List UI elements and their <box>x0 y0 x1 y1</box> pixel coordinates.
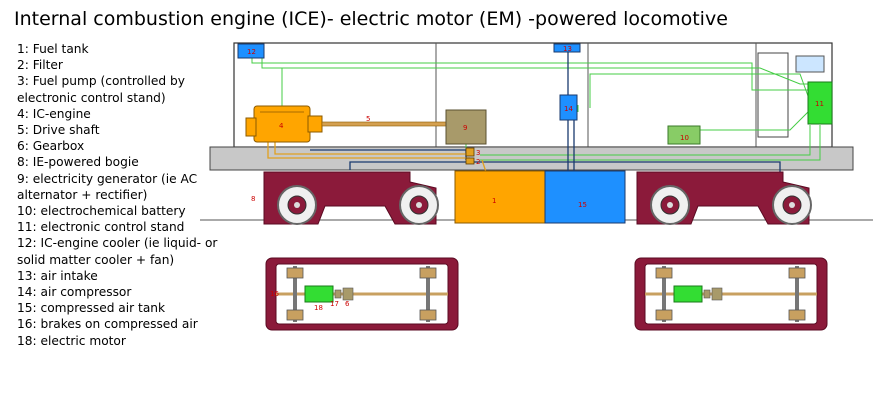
legend-item: 12: IC-engine cooler (ie liquid- or soli… <box>17 236 218 267</box>
diagram-title: Internal combustion engine (ICE)- electr… <box>14 8 728 30</box>
legend-item: 2: Filter <box>17 58 63 73</box>
bogie-left <box>263 171 439 225</box>
label-4: 4 <box>279 122 284 130</box>
control-stand <box>807 81 833 125</box>
label-3: 3 <box>476 149 480 157</box>
label-1: 1 <box>492 197 496 205</box>
bogie-right <box>636 171 812 225</box>
label-18: 18 <box>314 304 323 312</box>
engine-cooler <box>237 43 265 59</box>
electricity-generator <box>445 109 487 145</box>
legend-item: 6: Gearbox <box>17 139 85 154</box>
legend-item: 1: Fuel tank <box>17 42 89 56</box>
wheel <box>277 185 317 225</box>
bogie-plan-left <box>265 257 459 331</box>
battery <box>667 125 701 145</box>
label-11: 11 <box>815 100 824 108</box>
label-12: 12 <box>247 48 256 56</box>
locomotive-body <box>233 42 833 148</box>
label-2: 2 <box>476 158 480 166</box>
label-10: 10 <box>680 134 689 142</box>
legend-item: 18: electric motor <box>17 333 126 348</box>
control-wiring <box>251 58 821 161</box>
legend-item: 3: Fuel pump (controlled by electronic c… <box>17 74 185 105</box>
legend-item: 9: electricity generator (ie AC alternat… <box>17 171 198 202</box>
fuel-filter <box>465 157 475 165</box>
fuel-lines <box>267 142 487 173</box>
air-pipes <box>310 52 781 172</box>
label-8: 8 <box>251 195 255 203</box>
bogie-plan-right <box>634 257 828 331</box>
legend-item: 16: brakes on compressed air <box>17 317 198 332</box>
underframe <box>209 146 854 171</box>
cab-door <box>757 52 789 138</box>
wheel <box>399 185 439 225</box>
ic-engine <box>245 105 323 143</box>
air-compressor <box>559 94 578 121</box>
label-9: 9 <box>463 124 467 132</box>
fuel-tank <box>454 170 546 224</box>
cab-window <box>795 55 825 73</box>
legend-item: 4: IC-engine <box>17 106 91 121</box>
legend-item: 8: IE-powered bogie <box>17 155 139 170</box>
wheel <box>772 185 812 225</box>
label-6: 6 <box>345 300 350 308</box>
legend-item: 5: Drive shaft <box>17 123 100 138</box>
label-14: 14 <box>564 105 573 113</box>
legend-item: 11: electronic control stand <box>17 220 185 235</box>
label-5: 5 <box>366 115 370 123</box>
drive-shaft <box>321 121 447 127</box>
label-15: 15 <box>578 201 587 209</box>
legend-item: 13: air intake <box>17 268 98 283</box>
air-intake <box>553 43 581 53</box>
label-17: 17 <box>330 300 339 308</box>
legend-item: 15: compressed air tank <box>17 301 166 316</box>
fuel-pump <box>465 147 475 157</box>
compressed-air-tank <box>544 170 626 224</box>
label-16: 16 <box>270 290 279 298</box>
legend: 1: Fuel tank 2: Filter 3: Fuel pump (con… <box>17 41 227 349</box>
wheel <box>650 185 690 225</box>
label-13: 13 <box>563 45 572 53</box>
legend-item: 10: electrochemical battery <box>17 204 186 219</box>
legend-item: 14: air compressor <box>17 285 132 300</box>
